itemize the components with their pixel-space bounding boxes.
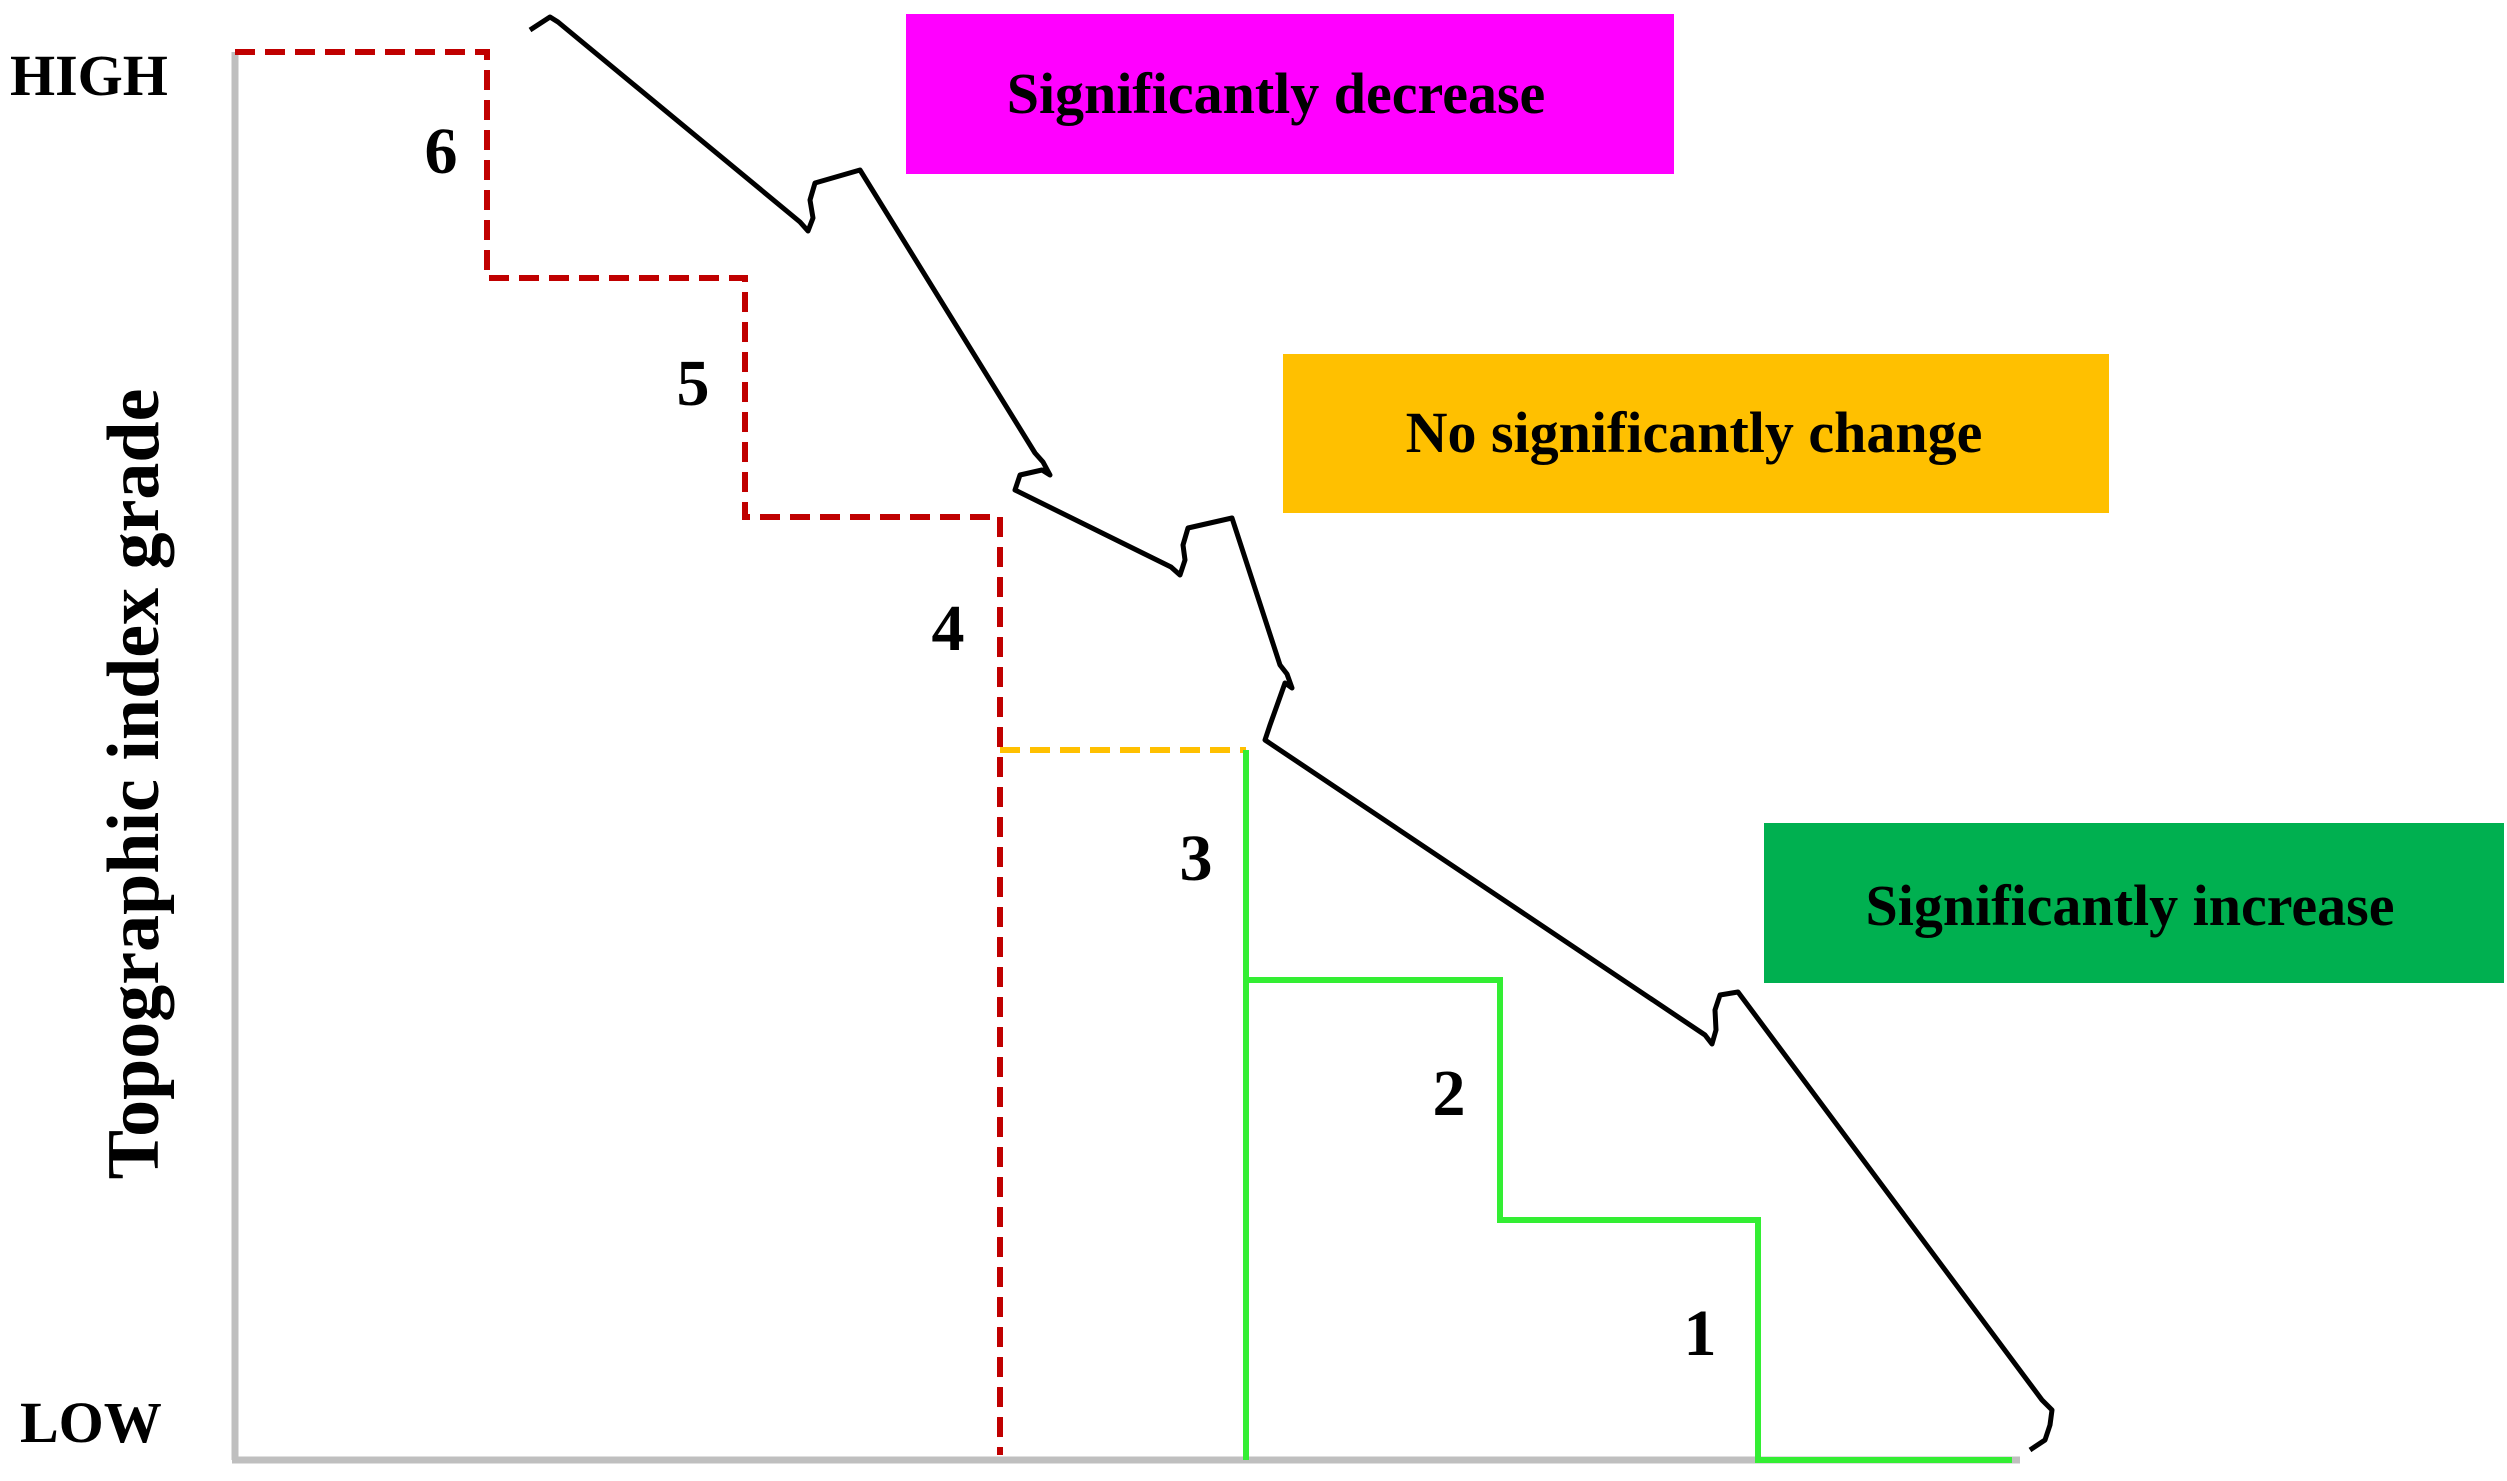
axis-low-label: LOW bbox=[20, 1390, 162, 1455]
legend-increase-label: Significantly increase bbox=[1866, 873, 2395, 938]
grade-label: 2 bbox=[1433, 1057, 1466, 1130]
diagonal-brace-line bbox=[528, 14, 2055, 1453]
grade-label: 3 bbox=[1180, 822, 1213, 895]
legend-no-change-label: No significantly change bbox=[1406, 400, 1983, 465]
decrease-staircase-line bbox=[235, 49, 1003, 1455]
grade-label: 4 bbox=[932, 592, 965, 665]
y-axis-title: Topographic index grade bbox=[93, 389, 175, 1180]
axis-high-label: HIGH bbox=[10, 43, 168, 108]
increase-staircase-line bbox=[1243, 750, 2012, 1463]
legend-no-change-box bbox=[1283, 354, 2109, 513]
legend-decrease-box bbox=[906, 14, 1674, 174]
grade-label: 1 bbox=[1684, 1297, 1717, 1370]
grade-label: 6 bbox=[425, 115, 458, 188]
legend-increase-box bbox=[1764, 823, 2504, 983]
legend-decrease-label: Significantly decrease bbox=[1007, 61, 1546, 126]
grade-label: 5 bbox=[677, 347, 710, 420]
